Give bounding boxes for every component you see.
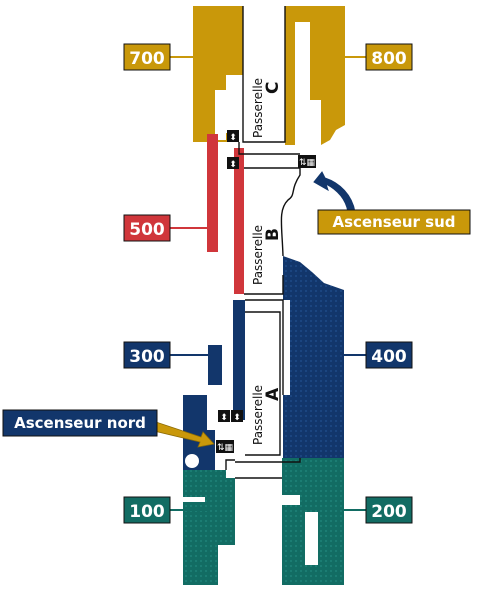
wing-teal: [183, 458, 344, 585]
svg-text:A: A: [263, 387, 283, 401]
section-label-200[interactable]: 200: [365, 496, 413, 524]
stairs-icon[interactable]: ⬍: [231, 410, 243, 423]
stairs-icon[interactable]: ⬍: [218, 410, 230, 423]
svg-text:B: B: [263, 228, 283, 241]
svg-text:Ascenseur sud: Ascenseur sud: [332, 213, 455, 231]
building-800[interactable]: [285, 6, 345, 145]
elevator-icon[interactable]: ⇅▦: [216, 440, 234, 453]
svg-text:Passerelle: Passerelle: [251, 385, 265, 445]
landmark-circle: [185, 454, 199, 468]
building-navy-strip[interactable]: [233, 300, 245, 420]
leader-lines: [170, 56, 366, 511]
building-500-strip[interactable]: [234, 148, 244, 294]
svg-text:⬍: ⬍: [229, 133, 237, 143]
building-400[interactable]: [283, 256, 344, 458]
svg-text:800: 800: [371, 49, 407, 69]
section-label-700[interactable]: 700: [123, 43, 171, 71]
wing-navy: [183, 256, 344, 470]
callout-ascenseur-nord[interactable]: Ascenseur nord: [2, 409, 215, 448]
svg-text:700: 700: [129, 49, 165, 69]
svg-text:200: 200: [371, 502, 407, 522]
wing-gold: [193, 6, 345, 145]
section-label-500[interactable]: 500: [123, 214, 171, 242]
svg-text:100: 100: [129, 502, 165, 522]
svg-text:⇅▦: ⇅▦: [217, 443, 233, 453]
building-200[interactable]: [282, 458, 344, 585]
section-label-300[interactable]: 300: [123, 341, 171, 369]
stairs-icon[interactable]: ⬍: [227, 157, 239, 170]
building-300[interactable]: [208, 345, 222, 385]
callout-nord-arrow: [149, 419, 215, 448]
svg-text:500: 500: [129, 220, 165, 240]
svg-text:⬍: ⬍: [233, 413, 241, 423]
svg-text:400: 400: [371, 347, 407, 367]
walkway-c-label: Passerelle C: [251, 78, 283, 138]
svg-text:300: 300: [129, 347, 165, 367]
building-100[interactable]: [183, 470, 235, 585]
callout-sud-arrow: [313, 171, 356, 213]
svg-text:⬍: ⬍: [229, 160, 237, 170]
stairs-icon[interactable]: ⬍: [227, 130, 239, 143]
section-label-400[interactable]: 400: [365, 341, 413, 369]
walkway-b-label: Passerelle B: [251, 225, 283, 285]
svg-text:Ascenseur nord: Ascenseur nord: [14, 414, 146, 432]
walkway-outlines: [225, 6, 301, 479]
building-700[interactable]: [193, 6, 243, 142]
svg-text:⬍: ⬍: [220, 413, 228, 423]
callout-ascenseur-sud[interactable]: Ascenseur sud: [313, 171, 471, 235]
svg-text:C: C: [263, 82, 283, 94]
svg-text:⇅▦: ⇅▦: [299, 158, 315, 168]
svg-text:Passerelle: Passerelle: [251, 78, 265, 138]
building-500[interactable]: [207, 134, 218, 252]
building-navy-left[interactable]: [183, 395, 215, 470]
walkway-a-label: Passerelle A: [251, 385, 283, 445]
svg-text:Passerelle: Passerelle: [251, 225, 265, 285]
elevator-icon[interactable]: ⇅▦: [298, 155, 316, 168]
section-label-800[interactable]: 800: [365, 43, 413, 71]
section-label-100[interactable]: 100: [123, 496, 171, 524]
